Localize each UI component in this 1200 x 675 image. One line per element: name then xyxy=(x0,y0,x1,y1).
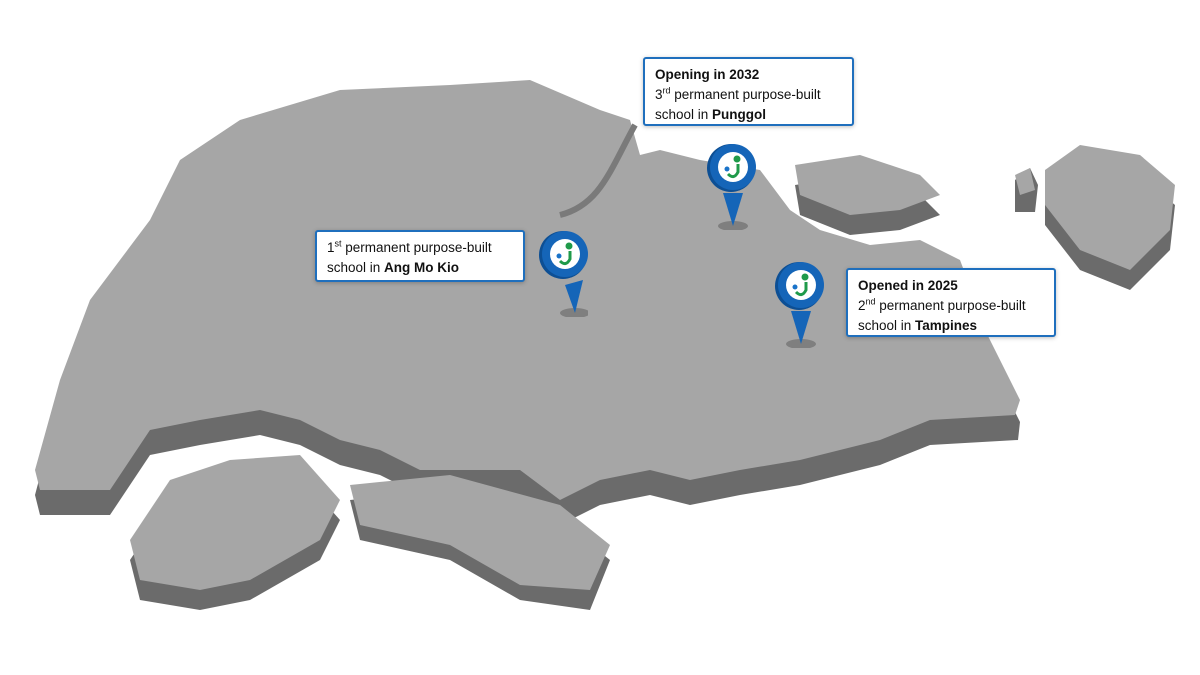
ordinal-suffix: st xyxy=(334,238,342,249)
callout-line1: 2nd permanent purpose-built xyxy=(858,296,1044,316)
pin-ang-mo-kio[interactable] xyxy=(538,225,590,318)
place-name: Punggol xyxy=(712,107,767,122)
description: permanent purpose-built xyxy=(670,87,821,102)
location-pin-icon xyxy=(539,231,590,318)
status-title: Opened in 2025 xyxy=(858,278,958,293)
callout-line1: 1st permanent purpose-built xyxy=(327,238,513,258)
main-island xyxy=(35,80,1020,525)
pulau-tekong xyxy=(1015,145,1175,290)
ordinal-suffix: nd xyxy=(865,296,876,307)
location-pin-icon xyxy=(707,144,756,231)
river-strait xyxy=(559,123,638,218)
pulau-ubin xyxy=(795,155,940,235)
western-islands xyxy=(130,455,610,610)
description: school in xyxy=(327,260,385,275)
ordinal-suffix: rd xyxy=(662,85,671,96)
location-pin-icon xyxy=(775,262,824,349)
pin-tampines[interactable] xyxy=(774,256,824,349)
place-name: Ang Mo Kio xyxy=(384,260,460,275)
callout-ang-mo-kio: 1st permanent purpose-built school in An… xyxy=(315,230,525,282)
description: school in xyxy=(858,318,916,333)
callout-tampines: Opened in 2025 2nd permanent purpose-bui… xyxy=(846,268,1056,337)
status-title: Opening in 2032 xyxy=(655,67,760,82)
ordinal: 1 xyxy=(327,240,335,255)
callout-line2: school in Tampines xyxy=(858,316,1044,336)
callout-punggol: Opening in 2032 3rd permanent purpose-bu… xyxy=(643,57,854,126)
place-name: Tampines xyxy=(915,318,978,333)
description: school in xyxy=(655,107,713,122)
description: permanent purpose-built xyxy=(875,298,1026,313)
callout-line2: school in Punggol xyxy=(655,105,842,125)
description: permanent purpose-built xyxy=(341,240,492,255)
pin-punggol[interactable] xyxy=(706,138,756,231)
callout-line2: school in Ang Mo Kio xyxy=(327,258,513,278)
ordinal: 2 xyxy=(858,298,866,313)
callout-line1: 3rd permanent purpose-built xyxy=(655,85,842,105)
main-island-top xyxy=(35,80,1020,500)
ordinal: 3 xyxy=(655,87,663,102)
